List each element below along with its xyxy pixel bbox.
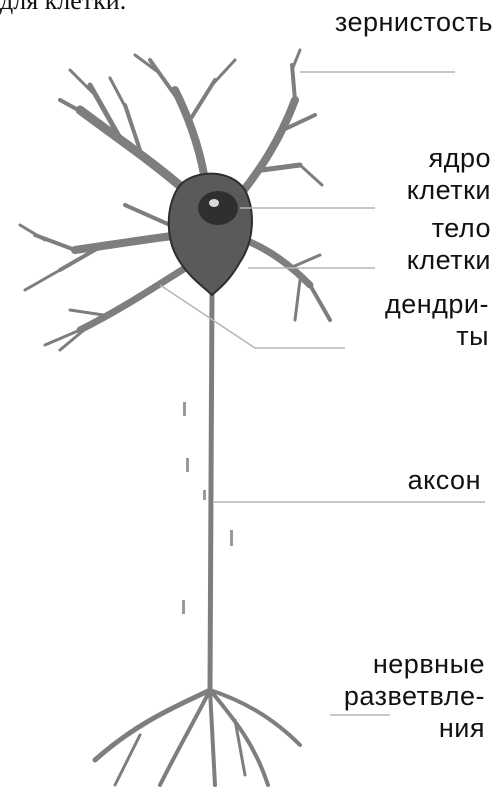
label-nucleus-line2: клетки — [407, 174, 491, 206]
label-dendrites-line1: дендри- — [385, 288, 489, 320]
label-dendrites: дендри- ты — [385, 288, 489, 352]
dendrite-tree — [20, 50, 330, 785]
axon-myelin-marks — [182, 402, 233, 614]
label-nucleus: ядро клетки — [407, 142, 491, 206]
label-cell-body-line1: тело — [407, 212, 491, 244]
nucleolus-highlight — [209, 199, 219, 207]
label-branches-line3: ния — [344, 712, 485, 744]
nucleus-shape — [198, 191, 238, 225]
label-nerve-branches: нервные разветвле- ния — [344, 648, 485, 744]
label-granularity: зернистость — [335, 6, 493, 38]
label-axon: аксон — [408, 464, 481, 496]
label-branches-line1: нервные — [344, 648, 485, 680]
label-nucleus-line1: ядро — [407, 142, 491, 174]
label-branches-line2: разветвле- — [344, 680, 485, 712]
label-dendrites-line2: ты — [385, 320, 489, 352]
cell-body-shape — [169, 174, 252, 295]
label-cell-body: тело клетки — [407, 212, 491, 276]
label-cell-body-line2: клетки — [407, 244, 491, 276]
